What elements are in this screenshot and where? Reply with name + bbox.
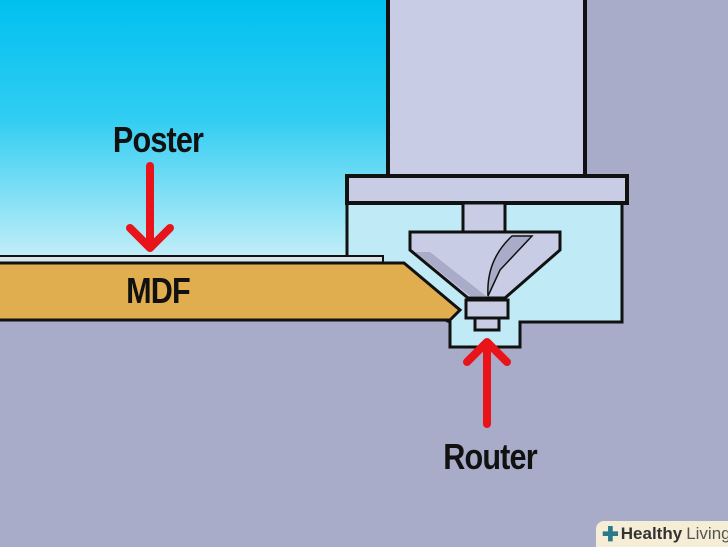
router-body bbox=[386, 0, 587, 178]
cross-leaf-icon: ✚ bbox=[602, 523, 619, 546]
router-bit bbox=[408, 201, 562, 332]
router-base-plate bbox=[345, 174, 629, 205]
watermark-brand-light: Living bbox=[686, 524, 728, 543]
poster-arrow bbox=[126, 162, 174, 252]
poster-label: Poster bbox=[112, 119, 204, 160]
watermark-badge: ✚ Healthy Living bbox=[596, 521, 728, 547]
router-arrow bbox=[463, 338, 511, 428]
sky-area bbox=[0, 0, 400, 262]
watermark-brand-bold: Healthy bbox=[620, 524, 683, 543]
mdf-label: MDF bbox=[126, 270, 191, 311]
router-label: Router bbox=[443, 436, 537, 477]
mdf-board bbox=[0, 261, 463, 322]
